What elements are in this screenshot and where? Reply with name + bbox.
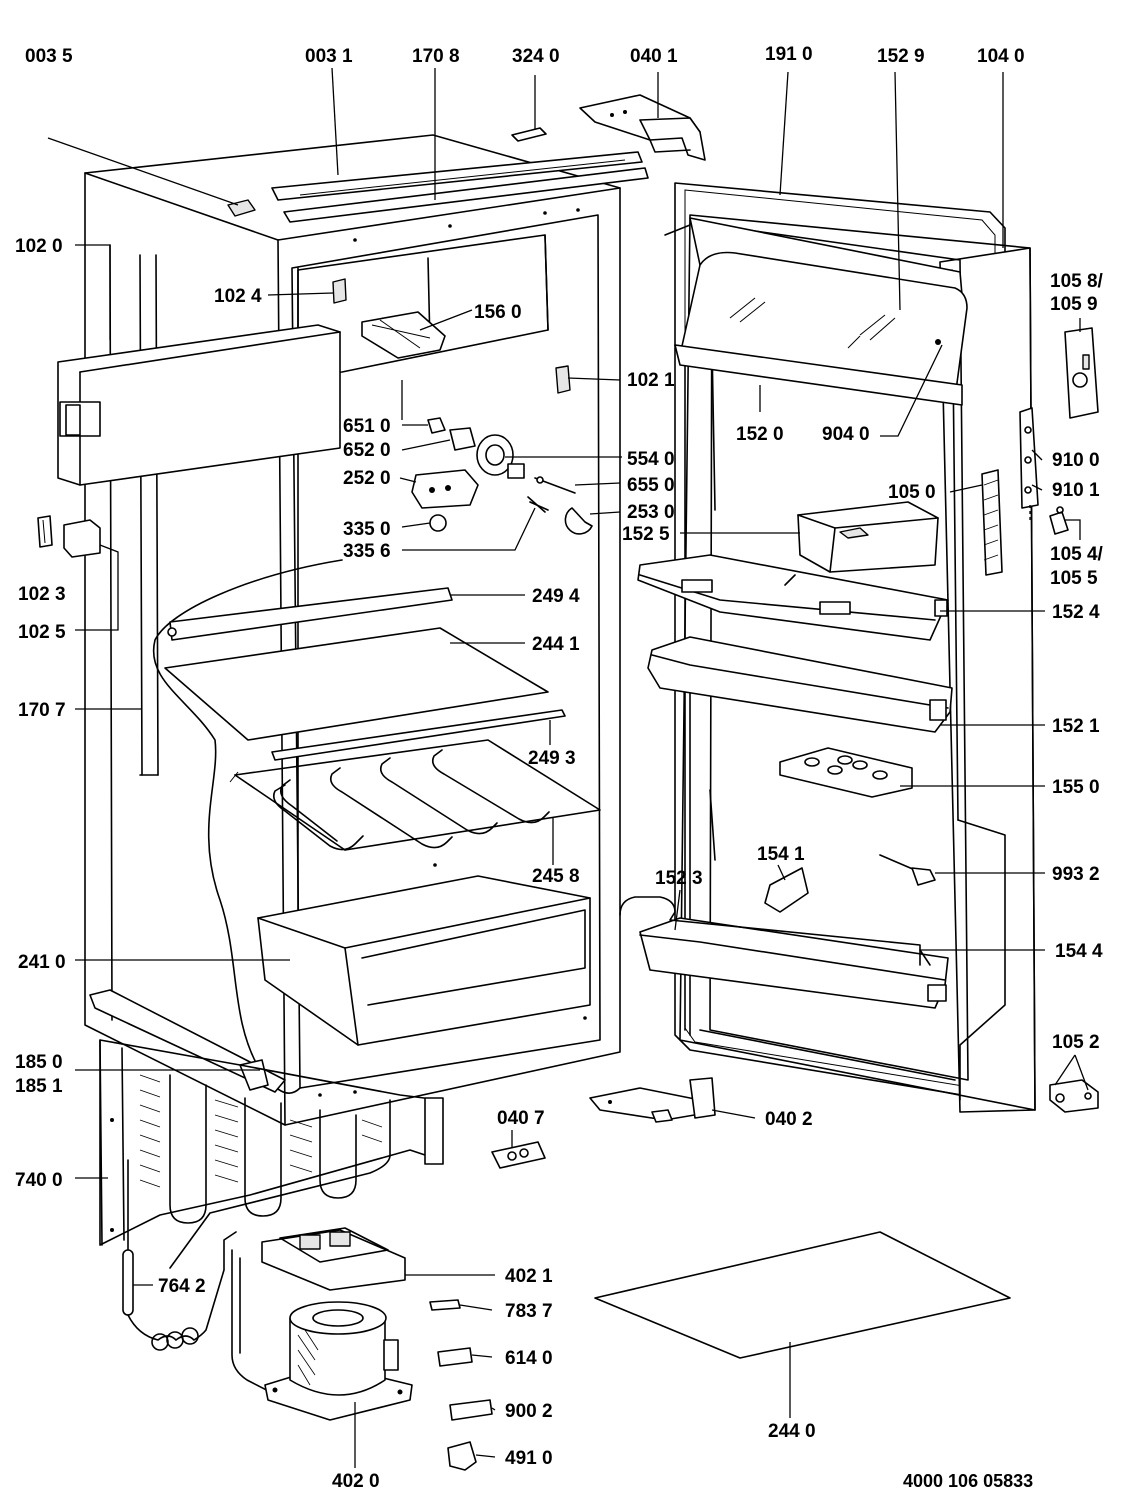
label-1524: 152 4: [1052, 602, 1100, 623]
document-number: 4000 106 05833: [903, 1471, 1033, 1491]
label-7642: 764 2: [158, 1276, 206, 1297]
front-holes: [318, 208, 587, 1097]
label-1541: 154 1: [757, 844, 805, 865]
glass-plate: [594, 1231, 1011, 1359]
label-1520: 152 0: [736, 424, 784, 445]
label-1059: 105 9: [1050, 294, 1098, 315]
suction-line: [231, 1249, 283, 1399]
label-1023: 102 3: [18, 584, 66, 605]
bottom-trim: [89, 989, 286, 1093]
label-1055: 105 5: [1050, 568, 1098, 589]
label-4021: 402 1: [505, 1266, 553, 1287]
label-2458: 245 8: [532, 866, 580, 887]
relay-parts: [429, 1299, 493, 1471]
label-1054: 105 4/: [1050, 544, 1104, 565]
label-9932: 993 2: [1052, 864, 1100, 885]
label-0035: 003 5: [25, 46, 73, 67]
label-1020: 102 0: [15, 236, 63, 257]
label-2520: 252 0: [343, 468, 391, 489]
label-2441: 244 1: [532, 634, 580, 655]
label-9100: 910 0: [1052, 450, 1100, 471]
freezer-flap: [57, 324, 341, 486]
ice-tray: [361, 311, 446, 359]
label-6550: 655 0: [627, 475, 675, 496]
label-1708: 170 8: [412, 46, 460, 67]
label-4020: 402 0: [332, 1471, 380, 1492]
label-3356: 335 6: [343, 541, 391, 562]
label-1040: 104 0: [977, 46, 1025, 67]
door-shelf-1524: [637, 554, 949, 641]
label-7837: 783 7: [505, 1301, 553, 1322]
label-1523: 152 3: [655, 868, 703, 889]
dairy-compartment: [674, 217, 968, 406]
bottom-hinge: [589, 1077, 716, 1123]
label-1525: 152 5: [622, 524, 670, 545]
label-1707: 170 7: [18, 700, 66, 721]
label-0031: 003 1: [305, 46, 353, 67]
label-1058: 105 8/: [1050, 271, 1104, 292]
label-1544: 154 4: [1055, 941, 1103, 962]
label-1910: 191 0: [765, 44, 813, 65]
label-2494: 249 4: [532, 586, 580, 607]
small-box: [797, 501, 939, 573]
label-0407: 040 7: [497, 1108, 545, 1129]
thermostat-group: [411, 417, 593, 535]
crisper-drawer: [257, 875, 591, 1046]
small-clip-1021: [555, 365, 571, 394]
compressor: [264, 1301, 413, 1421]
part-labels: 003 5 003 1 170 8 324 0 040 1 191 0 152 …: [15, 44, 1104, 1492]
hinge-cover-0407: [491, 1141, 546, 1169]
label-1052: 105 2: [1052, 1032, 1100, 1053]
label-6510: 651 0: [343, 416, 391, 437]
label-1024: 102 4: [214, 286, 262, 307]
label-1851: 185 1: [15, 1076, 63, 1097]
bottle-shelf: [619, 896, 949, 1009]
label-1550: 155 0: [1052, 777, 1100, 798]
label-2410: 241 0: [18, 952, 66, 973]
label-3240: 324 0: [512, 46, 560, 67]
bottle-divider: [764, 867, 809, 913]
small-clip-1024: [332, 278, 347, 304]
label-1521: 152 1: [1052, 716, 1100, 737]
label-2530: 253 0: [627, 502, 675, 523]
wire-rack: [229, 739, 601, 851]
label-6140: 614 0: [505, 1348, 553, 1369]
label-7400: 740 0: [15, 1170, 63, 1191]
label-9040: 904 0: [822, 424, 870, 445]
sensor-cable: [879, 854, 936, 886]
label-1025: 102 5: [18, 622, 66, 643]
label-2440: 244 0: [768, 1421, 816, 1442]
glass-shelf-2441: [164, 627, 549, 741]
glass-shelf-2494: [167, 587, 453, 641]
label-1850: 185 0: [15, 1052, 63, 1073]
door-hinge-bottom: [1049, 1079, 1099, 1113]
door-strip: [981, 469, 1003, 576]
label-9101: 910 1: [1052, 480, 1100, 501]
hinge-cover-left: [37, 515, 101, 558]
label-6520: 652 0: [343, 440, 391, 461]
top-hinge: [579, 94, 706, 161]
label-3350: 335 0: [343, 519, 391, 540]
capillary-tube: [122, 1159, 237, 1351]
condenser: [99, 1039, 444, 1269]
top-rail: [271, 151, 649, 223]
label-0402: 040 2: [765, 1109, 813, 1130]
shelf-bar-2493: [271, 709, 566, 761]
label-9002: 900 2: [505, 1401, 553, 1422]
label-1050: 105 0: [888, 482, 936, 503]
door-shelf-1521: [647, 636, 953, 733]
label-1560: 156 0: [474, 302, 522, 323]
leader-lines: [47, 67, 1089, 1468]
door-hinge-plates: [1019, 327, 1099, 535]
compressor-tray: [261, 1227, 406, 1291]
egg-tray: [779, 747, 913, 798]
clip-324: [511, 127, 547, 142]
label-1021: 102 1: [627, 370, 675, 391]
label-2493: 249 3: [528, 748, 576, 769]
label-0401: 040 1: [630, 46, 678, 67]
label-4910: 491 0: [505, 1448, 553, 1469]
label-1529: 152 9: [877, 46, 925, 67]
label-5540: 554 0: [627, 449, 675, 470]
